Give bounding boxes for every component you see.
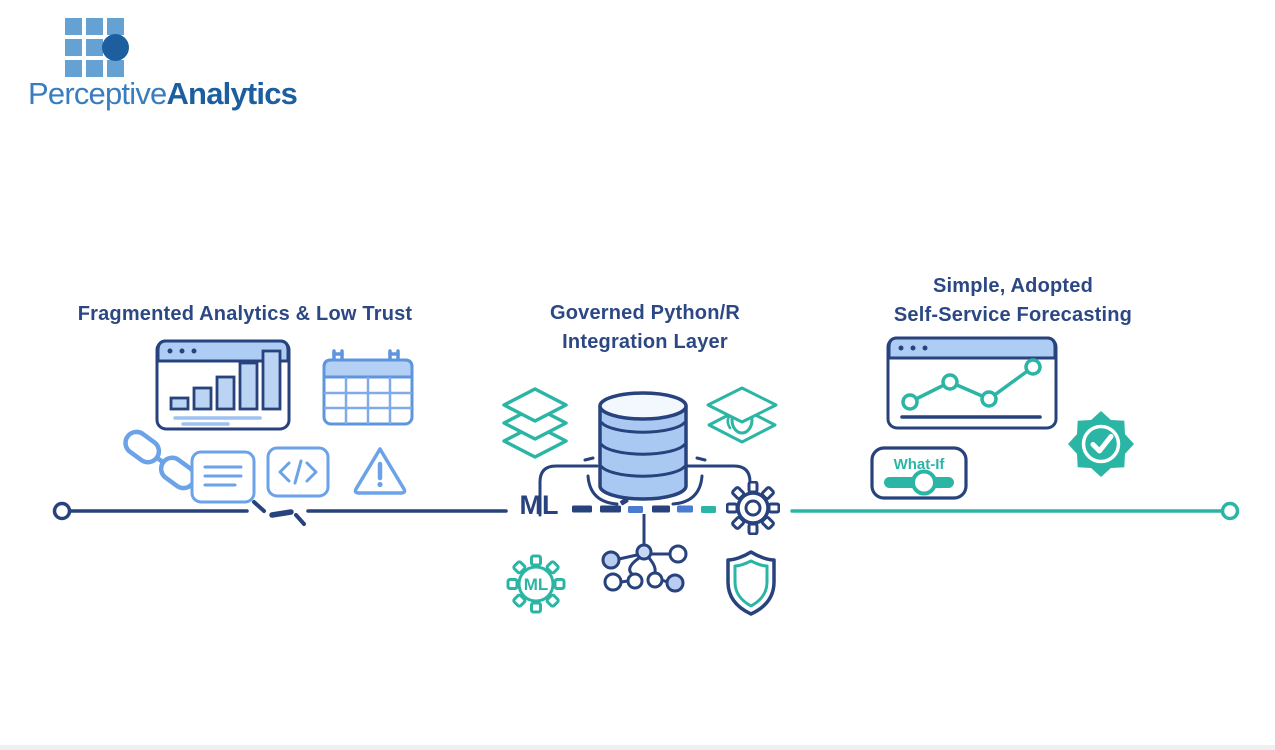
gear-icon xyxy=(726,481,780,535)
verified-check-badge-icon xyxy=(1068,411,1134,477)
code-snippet-icon xyxy=(266,446,330,498)
ml-timeline-label: ML xyxy=(519,490,559,520)
timeline-break-icon xyxy=(252,500,306,526)
brand-name-bold: Analytics xyxy=(166,76,298,111)
timeline-dashed-segment xyxy=(572,497,716,513)
warning-triangle-icon xyxy=(353,447,407,495)
middle-title-line2: Integration Layer xyxy=(562,331,728,353)
browser-line-chart-icon xyxy=(886,336,1058,430)
security-shield-icon xyxy=(726,550,776,616)
timeline-left-endpoint-icon xyxy=(52,501,72,521)
what-if-label: What-If xyxy=(894,456,946,473)
browser-bar-chart-icon xyxy=(155,339,291,431)
logo-dot-icon xyxy=(102,34,129,61)
database-cylinder-icon xyxy=(538,391,752,517)
report-document-icon xyxy=(190,450,256,504)
perceptive-analytics-logo: PerceptiveAnalytics xyxy=(28,14,348,114)
calendar-data-table-icon xyxy=(322,349,414,426)
ml-cog-badge-icon: ML xyxy=(506,554,566,614)
left-section-title: Fragmented Analytics & Low Trust xyxy=(77,303,413,325)
right-section-title: Simple, Adopted Self-Service Forecasting xyxy=(853,272,1173,330)
middle-title-line1: Governed Python/R xyxy=(549,302,741,324)
ml-badge-label: ML xyxy=(524,575,549,594)
timeline-right-endpoint-icon xyxy=(1220,501,1240,521)
right-title-line1: Simple, Adopted xyxy=(932,275,1094,297)
middle-section-title: Governed Python/R Integration Layer xyxy=(495,299,795,357)
data-layers-icon xyxy=(502,387,568,459)
graduation-cap-icon xyxy=(706,386,778,444)
logo-grid-icon xyxy=(65,18,124,77)
brand-name: PerceptiveAnalytics xyxy=(28,76,298,112)
brand-name-regular: Perceptive xyxy=(28,76,167,111)
bottom-edge-divider xyxy=(0,745,1275,750)
what-if-slider: What-If xyxy=(870,446,968,500)
model-network-icon xyxy=(601,540,688,593)
slider-knob-icon xyxy=(911,469,937,496)
right-title-line2: Self-Service Forecasting xyxy=(893,304,1133,326)
